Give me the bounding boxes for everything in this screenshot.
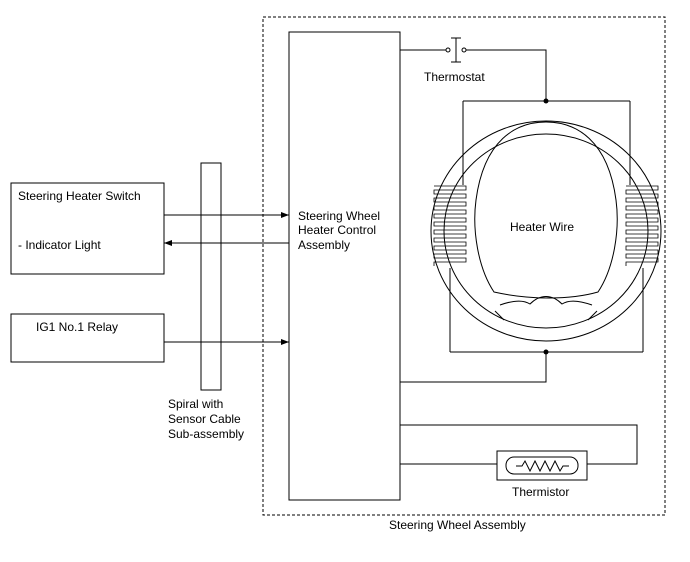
spiral-cable-bar	[200, 162, 222, 391]
indicator-light-label: - Indicator Light	[18, 238, 101, 252]
control-assembly-label-line1: Steering Wheel	[298, 209, 381, 223]
junction-dot-top	[543, 98, 549, 104]
spiral-label-line2: Sensor Cable	[168, 412, 241, 426]
heater-coil-right	[625, 185, 659, 266]
steering-wheel-rim	[474, 121, 618, 299]
control-assembly-label-line3: Assembly	[298, 238, 351, 252]
heater-return-wire	[400, 352, 547, 383]
junction-dot-bottom	[543, 349, 549, 355]
ig1-relay-label: IG1 No.1 Relay	[36, 320, 119, 334]
assembly-label: Steering Wheel Assembly	[389, 518, 526, 532]
thermistor-resistor	[516, 459, 569, 473]
thermostat-contact-left	[445, 47, 451, 53]
thermostat-label: Thermostat	[424, 70, 485, 84]
thermistor-capsule	[505, 456, 579, 475]
thermistor-label: Thermistor	[512, 485, 570, 499]
thermostat-contact-right	[461, 47, 467, 53]
spiral-label-line1: Spiral with	[168, 397, 224, 411]
thermostat-wire	[400, 49, 547, 101]
heater-wire-label: Heater Wire	[510, 220, 575, 234]
heater-coil-left	[433, 185, 467, 266]
thermistor-wire	[400, 424, 638, 465]
steering-wheel-inner	[443, 133, 649, 329]
control-assembly-label-line2: Heater Control	[298, 223, 377, 237]
control-assembly-box	[288, 31, 401, 501]
steering-wheel-assembly-boundary	[262, 16, 666, 516]
heater-wire-coils	[433, 185, 659, 266]
steering-heater-switch-label: Steering Heater Switch	[18, 189, 141, 203]
spiral-label-line3: Sub-assembly	[168, 427, 245, 441]
steering-heater-switch-box	[10, 182, 165, 275]
steering-wheel-outer	[430, 120, 662, 342]
steering-wheel-hub	[499, 296, 593, 306]
ig1-relay-box	[10, 313, 165, 363]
thermistor-body	[496, 450, 588, 481]
